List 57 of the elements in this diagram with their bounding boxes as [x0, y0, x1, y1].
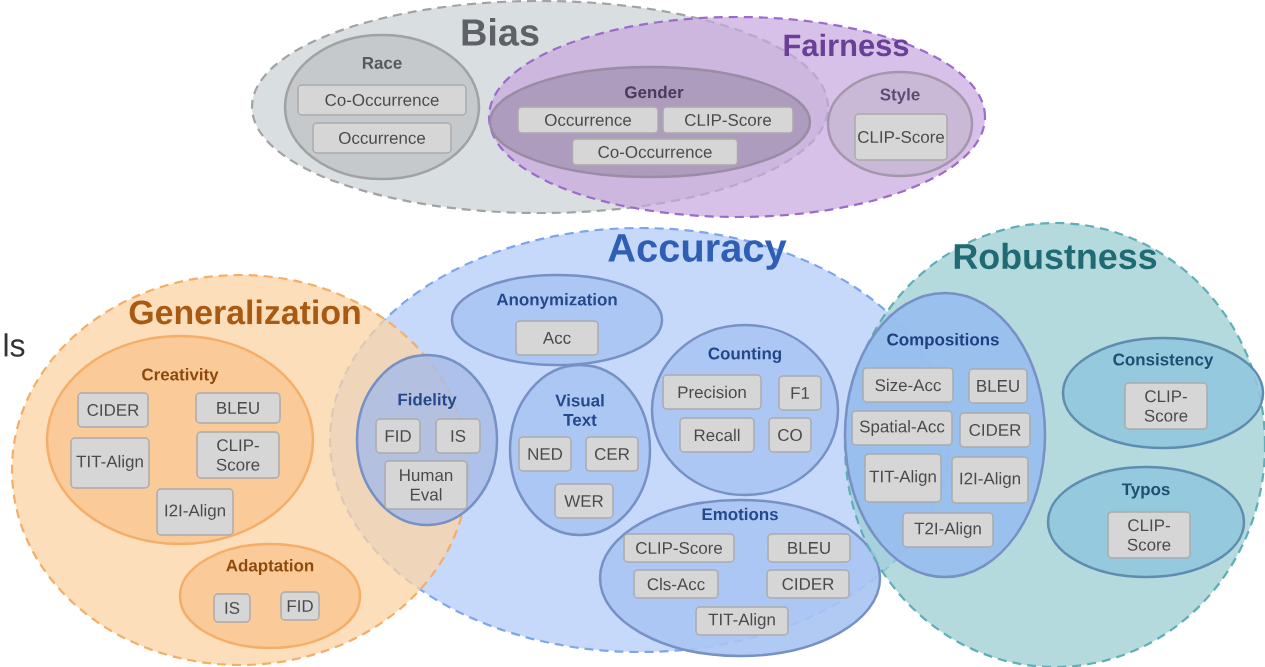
category-title: Counting [708, 347, 782, 363]
metric-box: CIDER [77, 392, 149, 428]
cut-off-text: ls [4, 333, 25, 357]
metric-box: TIT-Align [864, 453, 942, 503]
category-title: Adaptation [226, 559, 314, 575]
metric-box: CLIP-Score [1124, 382, 1208, 430]
metric-box: Co-Occurrence [571, 138, 739, 166]
category-title: Creativity [142, 368, 219, 384]
metric-box: BLEU [195, 392, 281, 424]
metric-box: WER [554, 483, 614, 519]
metric-box: T2I-Align [902, 512, 994, 548]
metric-box: CLIP-Score [662, 106, 794, 134]
metric-box: Human Eval [384, 460, 468, 510]
metric-box: I2I-Align [156, 488, 234, 536]
category-title: Visual Text [555, 394, 604, 426]
category-title: Typos [1121, 483, 1170, 499]
metric-box: Occurrence [517, 106, 659, 134]
metric-box: Recall [679, 417, 755, 453]
metric-box: IS [435, 418, 481, 454]
group-title: Accuracy [608, 234, 787, 270]
metric-box: TIT-Align [695, 606, 789, 636]
metric-box: CLIP-Score [1107, 511, 1191, 559]
metric-box: Precision [662, 374, 762, 410]
metric-box: CLIP-Score [196, 431, 280, 479]
metric-box: IS [213, 593, 251, 623]
metric-box: Acc [515, 320, 599, 356]
group-title: Fairness [784, 33, 909, 57]
group-title: Bias [462, 18, 539, 46]
metric-box: CIDER [959, 412, 1031, 448]
metric-box: CLIP-Score [623, 533, 735, 563]
metric-box: BLEU [767, 533, 851, 563]
metric-box: Spatial-Acc [851, 410, 953, 446]
category-title: Compositions [887, 333, 999, 349]
category-title: Anonymization [496, 293, 617, 309]
metric-box: Size-Acc [862, 367, 954, 403]
metric-box: Occurrence [312, 122, 452, 154]
metric-box: FID [280, 591, 320, 621]
metric-box: NED [518, 436, 572, 472]
metric-box: CLIP-Score [854, 113, 948, 161]
category-title: Fidelity [398, 393, 457, 409]
metric-box: BLEU [968, 368, 1028, 404]
category-title: Race [362, 57, 402, 69]
metric-box: F1 [778, 375, 822, 411]
metric-box: I2I-Align [951, 456, 1029, 504]
group-title: Robustness [954, 242, 1157, 270]
metric-box: CIDER [766, 569, 850, 599]
metric-box: FID [375, 418, 421, 454]
metric-box: Co-Occurrence [297, 84, 467, 116]
category-title: Gender [625, 85, 684, 99]
category-title: Style [880, 88, 920, 104]
category-title: Emotions [702, 507, 778, 521]
metric-box: CO [768, 417, 812, 453]
group-title: Generalization [129, 299, 360, 325]
category-title: Consistency [1113, 353, 1214, 369]
metric-box: Cls-Acc [633, 569, 719, 599]
metric-box: CER [585, 436, 639, 472]
metric-box: TIT-Align [70, 437, 150, 489]
